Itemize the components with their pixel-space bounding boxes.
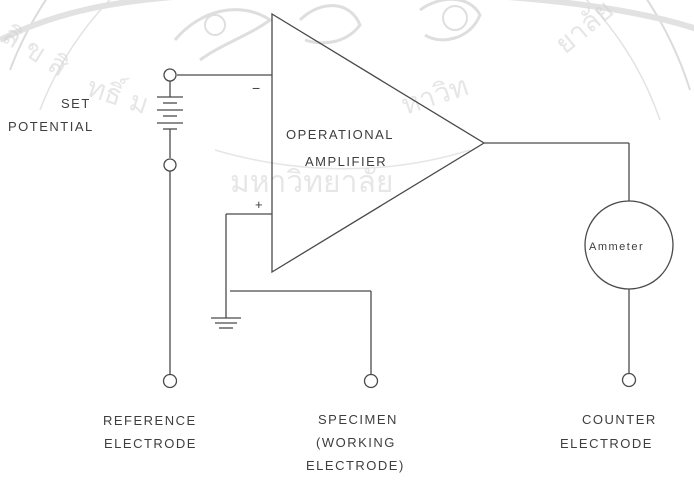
- set-potential-label-line1: SET: [61, 96, 91, 111]
- set-potential-battery-symbol: [157, 96, 183, 130]
- specimen-electrode-terminal: [363, 373, 379, 389]
- amplifier-label-line1: OPERATIONAL: [286, 127, 394, 142]
- watermark-arc-text-far-right: ยาลัย: [548, 0, 620, 60]
- specimen-label-line2: (WORKING: [316, 435, 396, 450]
- specimen-branch: [230, 290, 379, 389]
- counter-branch: Ammeter: [484, 142, 674, 388]
- watermark-arc-text-right: หาวิท: [397, 69, 472, 122]
- inverting-input-sign: −: [252, 80, 262, 96]
- ground-branch: [211, 213, 272, 329]
- watermark-arc-text-mid: ทธิ์ ม: [83, 66, 154, 121]
- battery-top-terminal: [163, 68, 177, 82]
- ammeter-label: Ammeter: [589, 241, 644, 253]
- operational-amplifier-triangle: [271, 12, 486, 274]
- set-potential-label-line2: POTENTIAL: [8, 119, 94, 134]
- non-inverting-input-sign: +: [255, 197, 264, 212]
- specimen-label-line3: ELECTRODE): [306, 458, 405, 473]
- watermark-arc-text-left: ลิ ข สิ: [0, 18, 74, 84]
- ground-icon: [211, 317, 241, 329]
- reference-branch: SET POTENTIAL: [8, 68, 272, 389]
- watermark-center-text: มหาวิทยาลัย: [230, 165, 393, 200]
- watermark-seal: ลิ ข สิ ทธิ์ ม หาวิท ยาลัย มหาวิทยาลัย: [0, 0, 694, 200]
- counter-electrode-terminal: [621, 372, 637, 388]
- counter-electrode-label-line2: ELECTRODE: [560, 436, 653, 451]
- specimen-label-line1: SPECIMEN: [318, 412, 398, 427]
- reference-electrode-label-line2: ELECTRODE: [104, 436, 197, 451]
- amplifier-label-line2: AMPLIFIER: [305, 154, 387, 169]
- battery-bottom-terminal: [163, 158, 177, 172]
- reference-electrode-terminal: [162, 373, 178, 389]
- reference-electrode-label-line1: REFERENCE: [103, 413, 197, 428]
- counter-electrode-label-line1: COUNTER: [582, 412, 657, 427]
